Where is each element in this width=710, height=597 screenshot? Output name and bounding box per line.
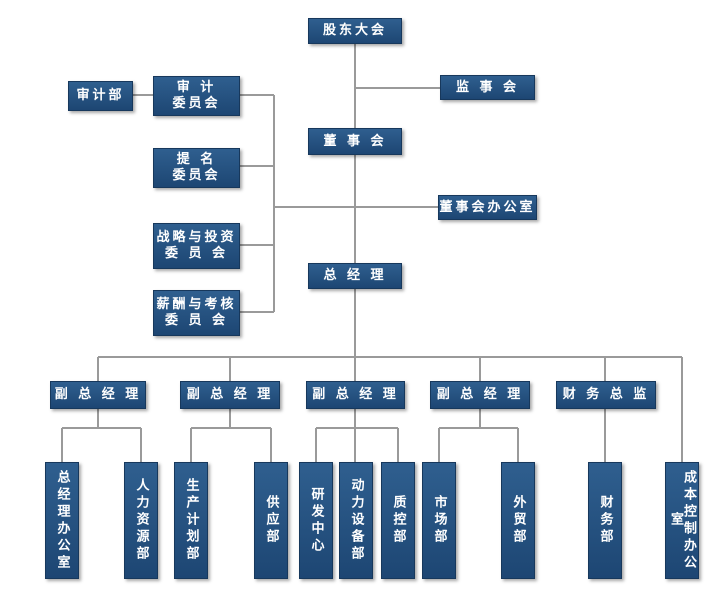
board-office-label: 董事会办公室 [439, 199, 536, 215]
supply-dept-label: 供应部 [263, 495, 279, 546]
market-dept-label: 市场部 [431, 495, 447, 546]
audit-dept-label: 审计部 [76, 88, 125, 103]
finance-dept-label: 财务部 [597, 495, 613, 546]
power-equipment-dept-label: 动力设备部 [348, 478, 364, 563]
finance-dept-box: 财务部 [588, 462, 622, 579]
gm-office-label: 总经理办公室 [54, 469, 70, 572]
rd-center-box: 研发中心 [299, 462, 333, 579]
cost-control-office-box: 成本控制办公室 [665, 462, 699, 579]
supervisory-board-label: 监 事 会 [455, 79, 520, 95]
compensation-committee-box: 薪酬与考核 委 员 会 [153, 290, 240, 336]
vp-label-4: 副 总 经 理 [436, 387, 524, 402]
strategy-committee-box: 战略与投资 委 员 会 [153, 223, 240, 269]
general-manager-box: 总 经 理 [308, 263, 402, 289]
audit-committee-box: 审 计 委员会 [153, 76, 240, 116]
board-of-directors-label: 董 事 会 [323, 133, 387, 149]
vp-label-1: 副 总 经 理 [54, 387, 142, 402]
hr-dept-box: 人力资源部 [124, 462, 158, 579]
shareholders-meeting-box: 股东大会 [308, 18, 402, 44]
vp-label-3: 副 总 经 理 [312, 387, 399, 402]
production-planning-label: 生产计划部 [183, 478, 199, 563]
foreign-trade-dept-box: 外贸部 [501, 462, 535, 579]
vp-box-2: 副 总 经 理 [180, 381, 280, 409]
nomination-committee-label: 提 名 委员会 [172, 152, 221, 183]
general-manager-label: 总 经 理 [323, 268, 387, 283]
cfo-label: 财 务 总 监 [562, 387, 650, 402]
board-office-box: 董事会办公室 [438, 195, 537, 220]
vp-box-4: 副 总 经 理 [430, 381, 530, 409]
market-dept-box: 市场部 [422, 462, 456, 579]
compensation-committee-label: 薪酬与考核 委 员 会 [156, 297, 237, 328]
vp-label-2: 副 总 经 理 [186, 387, 274, 402]
hr-dept-label: 人力资源部 [133, 478, 149, 563]
production-planning-box: 生产计划部 [174, 462, 208, 579]
vp-box-1: 副 总 经 理 [50, 381, 146, 409]
power-equipment-dept-box: 动力设备部 [339, 462, 373, 579]
supervisory-board-box: 监 事 会 [440, 75, 535, 100]
strategy-committee-label: 战略与投资 委 员 会 [156, 230, 237, 261]
gm-office-box: 总经理办公室 [45, 462, 79, 579]
rd-center-label: 研发中心 [308, 486, 324, 555]
shareholders-meeting-label: 股东大会 [322, 23, 387, 38]
audit-dept-box: 审计部 [68, 81, 133, 111]
foreign-trade-dept-label: 外贸部 [510, 495, 526, 546]
audit-committee-label: 审 计 委员会 [172, 80, 221, 111]
cost-control-office-label: 成本控制办公室 [668, 469, 696, 572]
quality-control-dept-label: 质控部 [390, 495, 406, 546]
cfo-box: 财 务 总 监 [556, 381, 656, 409]
board-of-directors-box: 董 事 会 [308, 128, 402, 155]
quality-control-dept-box: 质控部 [381, 462, 415, 579]
supply-dept-box: 供应部 [254, 462, 288, 579]
nomination-committee-box: 提 名 委员会 [153, 148, 240, 188]
vp-box-3: 副 总 经 理 [306, 381, 405, 409]
